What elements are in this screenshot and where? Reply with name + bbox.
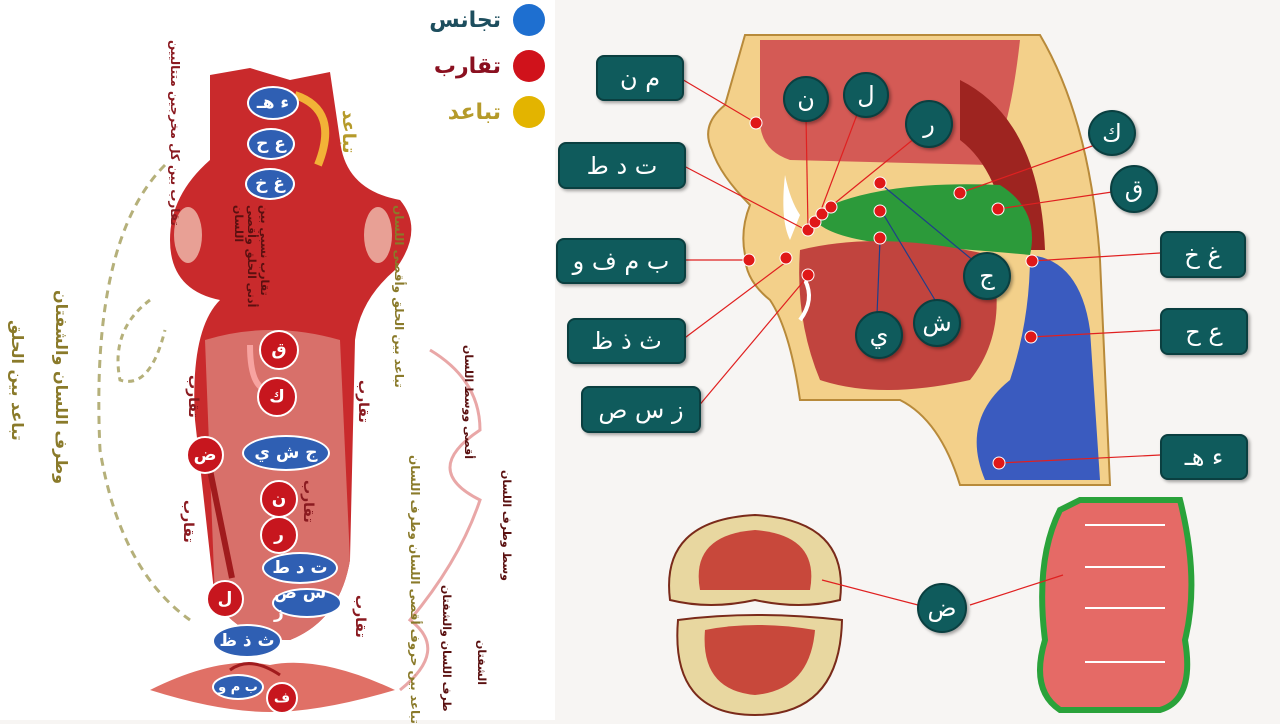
oval-letters: س ص ز — [272, 583, 342, 623]
circle-letter: ف — [266, 682, 298, 714]
label-mim-nun: م ن — [596, 55, 684, 101]
label-ghain-kha: غ خ — [1160, 231, 1246, 278]
label-zay-sin-sad: ز س ص — [581, 386, 701, 433]
label-ra: ر — [905, 100, 953, 148]
note-approach: تقارب — [352, 595, 368, 638]
label-ta-dal-ta: ت د ط — [558, 142, 686, 189]
circle-letter: ل — [206, 580, 244, 618]
oval-letters: ب م و — [212, 674, 264, 700]
legend-label: تجانس — [429, 7, 501, 33]
note-inner: تقارب نسبي بين أدنى الحلق وأقصى اللسان — [232, 205, 271, 308]
red-dot-icon — [513, 50, 545, 82]
pointer-lines-blue — [876, 184, 976, 316]
note-throat-tongue: تباعد بين الحلق وأقصى اللسان — [392, 205, 406, 388]
note-approach: تقارب — [355, 380, 371, 423]
label-ba-mim-fa-waw: ب م ف و — [556, 238, 686, 284]
legend-label: تباعد — [447, 99, 501, 125]
pointer-lines — [679, 77, 1161, 606]
note-right-1: أقصى ووسط اللسان — [462, 345, 475, 459]
legend-item-proximity: تقارب — [434, 50, 545, 82]
oval-letters: ع ح — [247, 128, 295, 160]
teeth-diagram — [668, 513, 844, 717]
circle-letter: ض — [186, 436, 224, 474]
label-jim: ج — [963, 252, 1011, 300]
tongue-diagram — [1037, 497, 1195, 713]
oval-letters: غ خ — [245, 168, 295, 200]
oval-letters: ء هـ — [247, 86, 299, 120]
note-consecutive: تقارب بين كل مخرجين متتاليين — [168, 40, 182, 226]
label-hamza-ha: ء هـ — [1160, 434, 1248, 480]
circle-letter: ر — [260, 516, 298, 554]
blue-dot-icon — [513, 4, 545, 36]
label-dad: ض — [917, 583, 967, 633]
label-tha-dhal-za: ث ذ ظ — [567, 318, 686, 364]
label-qaf: ق — [1110, 165, 1158, 213]
oval-letters: ث ذ ظ — [212, 624, 282, 658]
label-kaf: ك — [1088, 110, 1136, 156]
note-far-left-2: وطرف اللسان والشفتان — [52, 290, 71, 485]
oval-letters: ج ش ي — [242, 435, 330, 471]
left-panel: تجانس تقارب تباعد ء هـ ع ح غ خ ج ش ي ت د… — [0, 0, 555, 724]
note-right-3: طرف اللسان والشفتان — [440, 585, 453, 712]
legend-label: تقارب — [433, 53, 501, 79]
label-lam: ل — [843, 72, 889, 118]
note-right-4: الشفتان — [475, 640, 488, 686]
legend-item-homogeneity: تجانس — [429, 4, 545, 36]
circle-letter: ك — [257, 377, 297, 417]
note-middle-right: تباعد بين حروف أقصى اللسان وطرف اللسان — [408, 455, 422, 724]
oval-letters: ت د ط — [262, 552, 338, 584]
label-ya: ي — [855, 311, 903, 359]
note-divergence: تباعد — [338, 110, 359, 154]
label-shin: ش — [913, 299, 961, 347]
note-approach: تقارب — [185, 375, 201, 418]
yellow-dot-icon — [513, 96, 545, 128]
note-far-left: تباعد بين الحلق — [8, 320, 27, 441]
circle-letter: ق — [259, 330, 299, 370]
label-ain-ha: ع ح — [1160, 308, 1248, 355]
circle-letter: ن — [260, 480, 298, 518]
note-approach: تقارب — [300, 480, 316, 523]
legend-item-divergence: تباعد — [448, 96, 545, 128]
note-right-2: وسط وطرف اللسان — [500, 470, 513, 582]
label-nun: ن — [783, 76, 829, 122]
note-approach: تقارب — [180, 500, 196, 543]
